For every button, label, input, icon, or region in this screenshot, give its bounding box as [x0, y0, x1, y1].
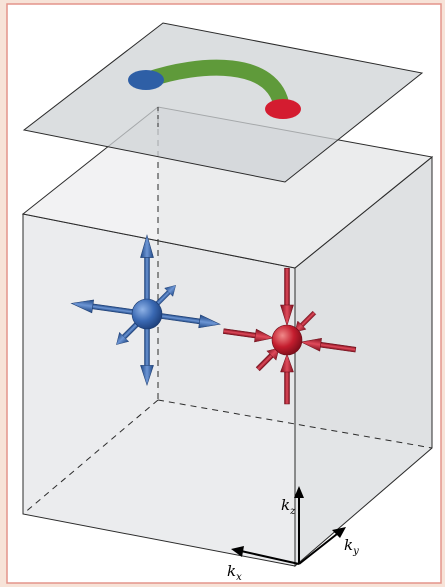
ky-arrowhead	[332, 527, 346, 538]
source-sphere	[131, 298, 163, 330]
surface-plane	[22, 22, 424, 183]
axes: kz kx ky	[227, 486, 359, 583]
source-monopole	[70, 234, 222, 386]
hidden-edge-right	[157, 399, 433, 449]
momentum-space-box	[21, 106, 434, 568]
sink-sphere	[271, 324, 303, 356]
sink-monopole	[222, 267, 357, 405]
arc-endpoint-blue	[128, 70, 164, 90]
kz-label: kz	[281, 496, 296, 517]
ky-axis	[298, 533, 338, 565]
hidden-edge-left	[22, 399, 159, 515]
fermi-arc	[144, 59, 290, 110]
box-front-face	[22, 213, 296, 567]
kx-axis	[240, 550, 300, 565]
arc-endpoint-red	[265, 99, 301, 119]
ky-label: ky	[344, 536, 359, 557]
surface-plane-sheet	[22, 22, 424, 183]
kx-arrowhead	[231, 546, 244, 557]
kz-arrowhead	[294, 486, 304, 498]
kx-label: kx	[227, 562, 242, 583]
